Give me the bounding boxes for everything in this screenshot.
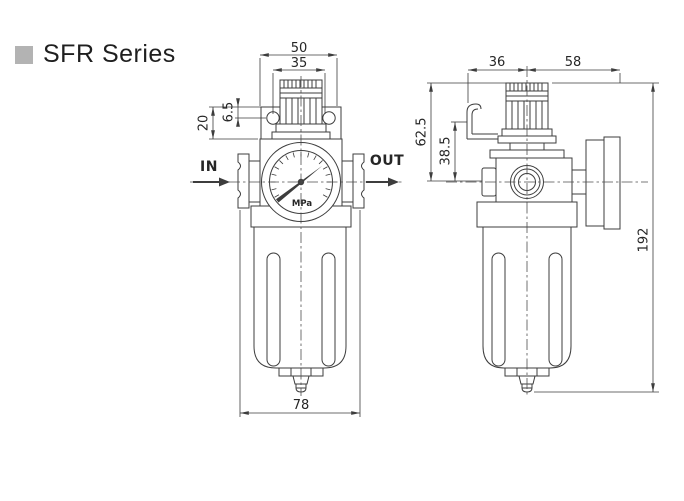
inlet-arrow-icon xyxy=(219,177,230,187)
dim-label-36: 36 xyxy=(489,55,506,70)
header: SFR Series xyxy=(15,40,176,69)
dimension-knob-width: 35 xyxy=(272,56,326,114)
dim-label-78: 78 xyxy=(293,398,310,413)
dim-label-38-5: 38.5 xyxy=(439,137,454,166)
side-filter-bowl xyxy=(482,226,572,369)
section-bullet-icon xyxy=(15,45,33,64)
side-mounting-bracket xyxy=(466,103,498,140)
front-filter-bowl xyxy=(253,226,347,369)
front-view-drawing: MPa IN OUT 50 xyxy=(190,41,404,417)
dim-label-20: 20 xyxy=(197,115,212,132)
side-view-drawing: 36 58 62.5 38.5 xyxy=(415,55,659,396)
dim-label-62-5: 62.5 xyxy=(415,118,430,147)
dimension-bracket-height: 20 xyxy=(197,106,261,140)
gauge-unit-label: MPa xyxy=(292,199,312,209)
dim-label-58: 58 xyxy=(565,55,582,70)
dimension-bracket-to-port-center: 38.5 xyxy=(439,121,467,181)
dimension-overall-height: 192 xyxy=(534,82,659,393)
dimension-center-to-gauge-face: 58 xyxy=(527,55,621,83)
dim-label-192: 192 xyxy=(637,228,652,253)
dim-label-35: 35 xyxy=(291,56,308,71)
front-outlet-port xyxy=(339,153,365,209)
dim-label-6-5: 6.5 xyxy=(222,102,237,123)
dimension-bracket-width: 50 xyxy=(259,41,338,106)
inlet-label: IN xyxy=(200,159,218,175)
inlet-flow-annotation: IN xyxy=(193,159,230,187)
outlet-arrow-icon xyxy=(388,177,399,187)
dimension-overall-width: 78 xyxy=(239,210,361,417)
dimension-hole-offset: 6.5 xyxy=(222,98,266,127)
outlet-label: OUT xyxy=(370,153,404,169)
front-inlet-port xyxy=(237,153,263,209)
page-title: SFR Series xyxy=(43,40,176,68)
dimension-center-to-bracket: 36 xyxy=(467,55,527,103)
dimension-knob-top-to-port-center: 62.5 xyxy=(415,82,506,182)
side-gauge-profile xyxy=(571,136,621,230)
side-body-block xyxy=(481,142,573,203)
dim-label-50: 50 xyxy=(291,41,308,56)
outlet-flow-annotation: OUT xyxy=(366,153,404,187)
